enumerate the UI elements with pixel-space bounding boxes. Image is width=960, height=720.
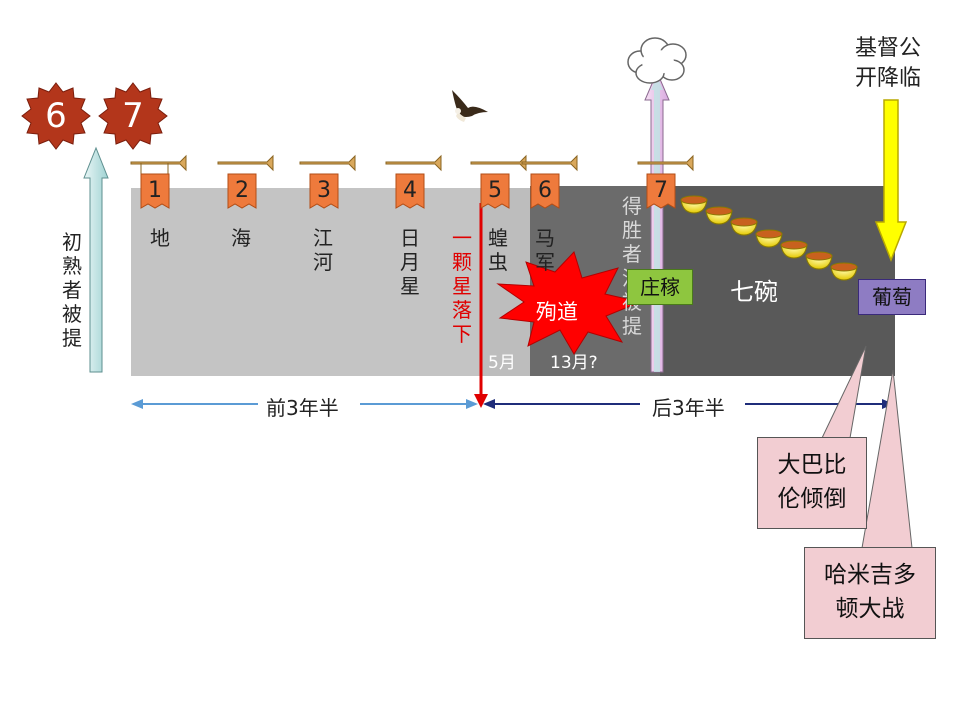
trumpet-number-6: 6 — [538, 178, 552, 203]
trumpet-4 — [385, 154, 442, 209]
first-half-band — [131, 188, 531, 376]
first-half-label: 前3年半 — [266, 396, 339, 420]
christ-descends-arrow — [874, 99, 908, 263]
firstfruits-label: 初熟者被提 — [62, 230, 82, 350]
seven-bowls-label: 七碗 — [730, 278, 778, 306]
trumpet-number-2: 2 — [235, 178, 249, 203]
mid-band — [480, 188, 530, 376]
christ-descends-line2: 开降临 — [855, 66, 922, 91]
trumpet-number-4: 4 — [403, 178, 417, 203]
overcomers-raptured-label: 得胜者沿被提 — [622, 194, 642, 338]
grapes-box: 葡萄 — [858, 279, 926, 315]
eagle-icon — [452, 90, 488, 122]
trumpet-5 — [470, 154, 527, 209]
trumpet-target-sea: 海 — [231, 226, 251, 250]
trumpet-number-1: 1 — [148, 178, 162, 203]
trumpet-2 — [217, 154, 274, 209]
seal-6-badge — [21, 82, 91, 150]
armageddon-callout-tail — [861, 369, 913, 549]
harvest-box: 庄稼 — [627, 269, 693, 305]
trumpet-1 — [130, 154, 187, 209]
armageddon-line2: 顿大战 — [835, 596, 905, 622]
red-arrow-head — [474, 394, 488, 408]
babylon-line1: 大巴比 — [777, 452, 847, 478]
martyrdom-burst — [496, 251, 642, 355]
trumpet-target-rivers: 江河 — [313, 226, 333, 274]
month-5-label: 5月 — [488, 353, 516, 373]
christ-descends-line1: 基督公 — [855, 36, 922, 61]
horsemen-label: 马军 — [535, 226, 555, 274]
trumpet-number-5: 5 — [488, 178, 502, 203]
armageddon-callout: 哈米吉多 顿大战 — [804, 547, 936, 639]
star-falls-label: 一颗星落下 — [452, 226, 472, 346]
seal-6-number: 6 — [45, 96, 67, 136]
babylon-callout: 大巴比 伦倾倒 — [757, 437, 867, 529]
martyrdom-label: 殉道 — [536, 300, 578, 324]
babylon-line2: 伦倾倒 — [777, 486, 847, 512]
second-half-label: 后3年半 — [652, 396, 725, 420]
trumpet-target-sun-moon-stars: 日月星 — [400, 226, 420, 298]
cloud-icon — [627, 37, 687, 84]
armageddon-line1: 哈米吉多 — [824, 562, 916, 588]
seal-7-number: 7 — [122, 96, 144, 136]
trumpet-7 — [637, 154, 694, 209]
firstfruits-arrow — [83, 146, 109, 373]
locusts-label: 蝗虫 — [488, 226, 508, 274]
bowls-icon — [680, 195, 858, 281]
trumpet-3 — [299, 154, 356, 209]
seal-7-badge — [98, 82, 168, 150]
trumpet-number-7: 7 — [654, 178, 668, 203]
month-13-label: 13月? — [550, 353, 598, 373]
trumpet-6 — [521, 154, 578, 209]
trumpet-target-earth: 地 — [150, 226, 170, 250]
trumpet-number-3: 3 — [317, 178, 331, 203]
